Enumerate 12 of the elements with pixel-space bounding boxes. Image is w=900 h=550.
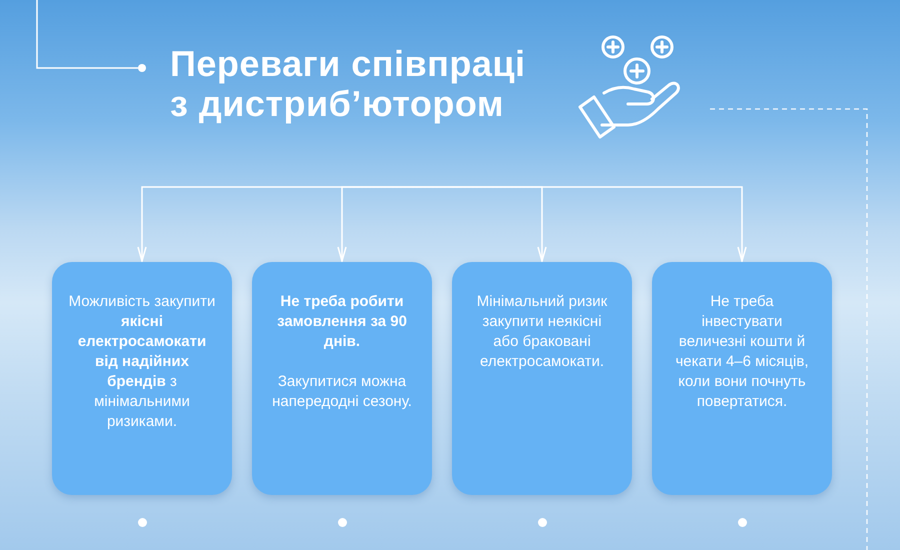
- card-text: Закупитися можна напередодні сезону.: [271, 372, 413, 412]
- card-text: Можливість закупити якісні електросамокати від надійних брендів з мінімальними ризиками.: [68, 292, 216, 432]
- title: Переваги співпраці з дистриб’ютором: [170, 44, 526, 124]
- card-text: Мінімальний ризик закупити неякісні або браковані електросамокати.: [476, 292, 608, 372]
- card-text: Не треба інвестувати величезні кошти й чекати 4–6 місяців, коли вони почнуть повертатися.: [674, 292, 810, 412]
- benefit-card: [652, 262, 832, 495]
- arrow: [442, 186, 747, 262]
- benefit-card: [252, 262, 432, 495]
- benefit-card: [52, 262, 232, 495]
- arrow: [337, 186, 442, 262]
- benefit-card: [452, 262, 632, 495]
- card-heading: Не треба робити замовлення за 90 днів.: [276, 292, 408, 352]
